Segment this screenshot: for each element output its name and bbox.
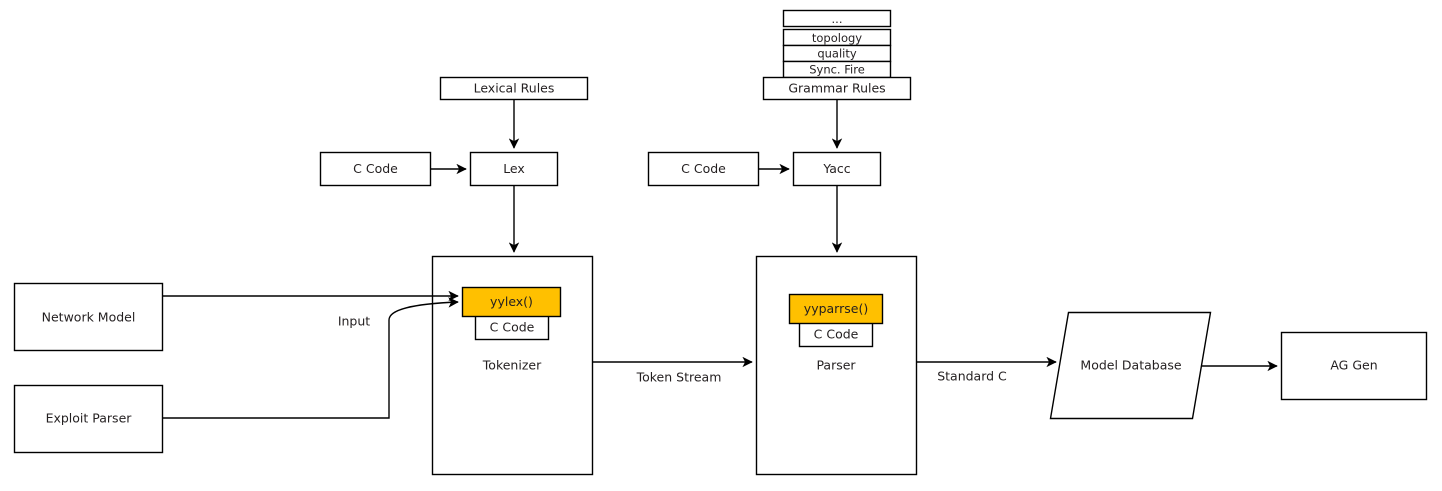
parser-container [755,255,918,476]
lex-box [469,151,559,187]
exploit-parser-box [13,384,164,454]
stack-card-label-2: quality [817,47,857,61]
stack-card-label-1: topology [812,31,862,45]
yyparse-box [788,293,884,325]
node-model-database: Model Database [1049,311,1212,420]
yylex-box [461,286,562,318]
ag-gen-box [1280,331,1428,401]
parser-c-code-box [798,321,874,348]
yacc-box [792,151,882,187]
c-code-yacc-label: C Code [681,161,726,176]
node-parser: C Code yyparrse() Parser [755,255,918,476]
edge-label-token-stream: Token Stream [636,370,722,385]
parser-label: Parser [816,358,856,373]
stack-card-label-0: ... [832,12,843,26]
grammar-rules-stack: ... topology quality Sync. Fire [782,9,892,79]
node-exploit-parser: Exploit Parser [13,384,164,454]
node-c-code-lex: C Code [319,151,432,187]
network-model-label: Network Model [42,310,136,325]
model-database-shape [1049,311,1212,420]
lex-label: Lex [503,161,525,176]
stack-card-0 [782,9,892,28]
yyparse-label: yyparrse() [804,301,868,316]
tokenizer-c-code-label: C Code [490,320,535,335]
model-database-label: Model Database [1080,358,1181,373]
tokenizer-label: Tokenizer [482,358,542,373]
edge-label-input: Input [338,314,370,329]
node-yacc: Yacc [792,151,882,187]
node-lexical-rules: Lexical Rules [439,76,589,101]
yylex-label: yylex() [490,294,533,309]
node-grammar-rules: Grammar Rules [762,76,912,101]
node-network-model: Network Model [13,282,164,352]
edge-label-standard-c: Standard C [937,369,1007,384]
ag-gen-label: AG Gen [1330,358,1377,373]
exploit-parser-label: Exploit Parser [46,411,133,426]
stack-card-label-3: Sync. Fire [809,63,865,77]
grammar-rules-label: Grammar Rules [788,81,885,96]
network-model-box [13,282,164,352]
node-lex: Lex [469,151,559,187]
edge-exploit-parser-to-yylex [162,297,459,419]
node-tokenizer: C Code yylex() Tokenizer [431,255,594,476]
node-c-code-yacc: C Code [647,151,760,187]
parser-c-code-label: C Code [814,327,859,342]
node-ag-gen: AG Gen [1280,331,1428,401]
yacc-label: Yacc [822,161,850,176]
c-code-lex-label: C Code [353,161,398,176]
lexical-rules-label: Lexical Rules [474,81,555,96]
